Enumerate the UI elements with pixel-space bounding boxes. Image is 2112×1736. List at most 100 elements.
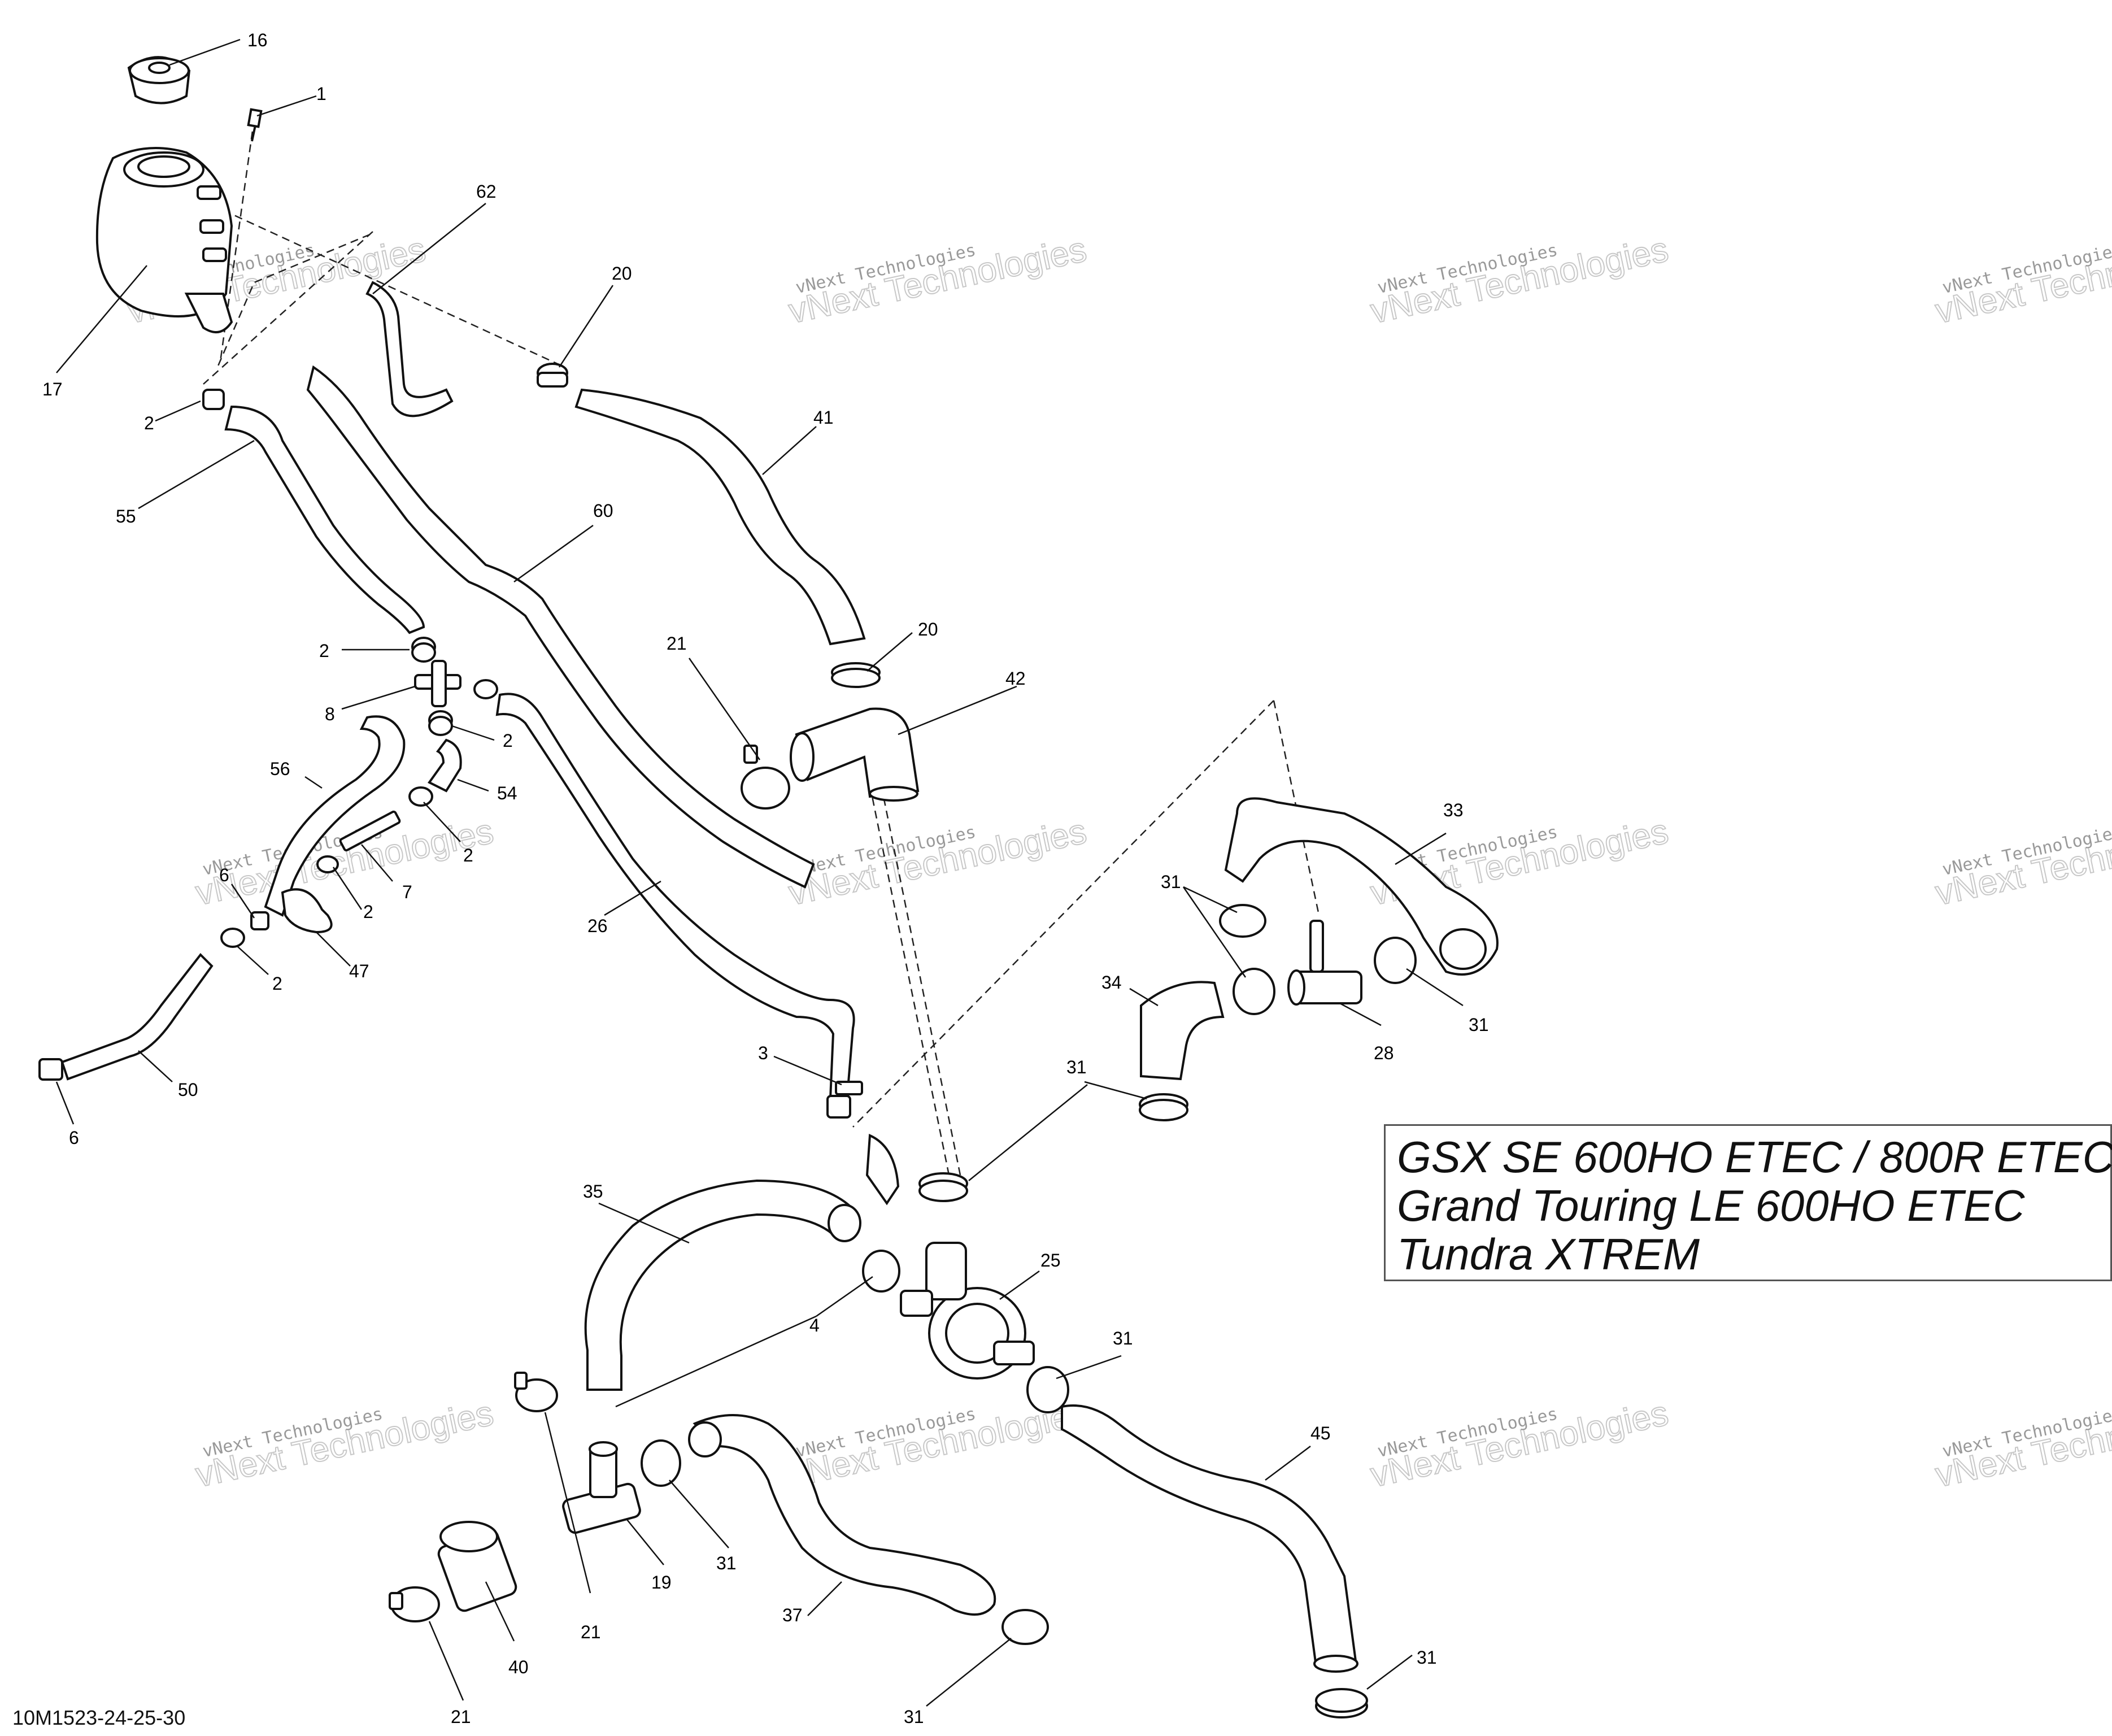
callout-54: 54	[497, 783, 517, 803]
callout-21: 21	[451, 1707, 471, 1727]
model-line-3: Tundra XTREM	[1397, 1229, 1700, 1279]
clamp-part-31	[641, 1439, 681, 1487]
sleeve-part-40	[437, 1521, 517, 1612]
fitting-part-28	[1287, 920, 1362, 1006]
model-applicability-box: GSX SE 600HO ETEC / 800R ETEC Grand Tour…	[1384, 1124, 2112, 1281]
clamp-part-31	[1139, 1093, 1188, 1121]
clamp-part-31	[918, 1172, 968, 1202]
callout-62: 62	[476, 181, 497, 202]
bracket-part-3	[835, 1081, 863, 1095]
thermostat-housing-part-25	[865, 1134, 1035, 1380]
clamp-part-21	[741, 745, 790, 810]
callout-6: 6	[69, 1128, 79, 1148]
callout-55: 55	[116, 506, 136, 527]
hose-end-part-33	[1439, 928, 1487, 970]
callout-2: 2	[319, 641, 329, 661]
callout-60: 60	[593, 501, 613, 521]
clamp-part-2	[202, 389, 225, 410]
hose-part-62	[365, 281, 454, 417]
cross-fitting-part-8	[414, 660, 461, 707]
assembly-lines	[203, 118, 1320, 1176]
clamp-part-31	[1315, 1688, 1368, 1718]
hose-part-37	[693, 1414, 996, 1616]
callout-56: 56	[270, 759, 290, 779]
callout-2: 2	[463, 845, 473, 865]
hose-part-33	[1224, 797, 1499, 976]
callout-21: 21	[667, 633, 687, 654]
callout-25: 25	[1040, 1250, 1061, 1271]
hose-part-50	[60, 952, 214, 1081]
callout-31: 31	[1417, 1647, 1437, 1668]
callout-19: 19	[651, 1572, 672, 1593]
callout-2: 2	[503, 730, 513, 751]
callout-4: 4	[809, 1315, 820, 1335]
clamp-part-31	[1219, 904, 1266, 938]
clamp-part-31	[1233, 968, 1275, 1015]
callout-40: 40	[508, 1657, 529, 1677]
hose-part-45	[1061, 1404, 1357, 1668]
hose-end-part-45	[1313, 1655, 1358, 1673]
callout-7: 7	[402, 882, 412, 902]
expansion-tank-part-17	[95, 147, 233, 333]
clamp-part-20	[537, 363, 568, 388]
callout-42: 42	[1005, 668, 1026, 689]
callout-1: 1	[316, 84, 326, 104]
hose-part-26	[495, 693, 855, 1100]
callout-21: 21	[581, 1622, 601, 1642]
callout-31: 31	[1161, 872, 1181, 892]
callout-labels: 16 1 17 62 20 2 55 41 60 42 21 20 2 8 2 …	[42, 30, 1489, 1727]
clamp-part-20	[831, 662, 881, 688]
clamp-part-21	[514, 1372, 558, 1412]
callout-31: 31	[1066, 1057, 1087, 1077]
callout-37: 37	[782, 1605, 803, 1625]
drawing-number: 10M1523-24-25-30	[12, 1706, 186, 1729]
hose-part-35	[584, 1179, 855, 1391]
clamp-part-31	[1001, 1609, 1049, 1645]
clamp-part-2	[411, 637, 436, 663]
clip-part-6	[38, 1058, 63, 1081]
callout-28: 28	[1374, 1043, 1394, 1063]
callout-3: 3	[758, 1043, 768, 1063]
model-line-2: Grand Touring LE 600HO ETEC	[1397, 1181, 2025, 1230]
callout-35: 35	[583, 1181, 603, 1202]
elbow-part-42	[790, 707, 920, 802]
t-fitting-part-19	[562, 1441, 641, 1534]
callout-31: 31	[1469, 1015, 1489, 1035]
fitting-part-7	[339, 810, 401, 852]
clamp-part-2	[428, 710, 453, 736]
callout-34: 34	[1101, 972, 1122, 993]
callout-45: 45	[1310, 1423, 1331, 1443]
clamp-part-4	[862, 1250, 900, 1293]
callout-47: 47	[349, 961, 369, 981]
hose-part-60	[306, 365, 815, 889]
leader-lines	[55, 38, 1464, 1707]
hose-part-56	[264, 715, 406, 917]
callout-26: 26	[587, 916, 608, 936]
callout-2: 2	[144, 413, 154, 433]
model-line-1: GSX SE 600HO ETEC / 800R ETEC	[1397, 1132, 2112, 1182]
clip-part-6	[250, 911, 269, 930]
hose-end-part-26	[826, 1095, 851, 1119]
hose-end-part-37	[688, 1421, 722, 1457]
callout-16: 16	[247, 30, 268, 50]
hose-end-part-35	[828, 1204, 861, 1242]
callout-41: 41	[813, 407, 834, 428]
clamp-part-2	[408, 786, 433, 807]
radiator-cap-part-16	[127, 56, 191, 105]
callout-31: 31	[716, 1553, 737, 1573]
clamp-part-21	[389, 1586, 440, 1622]
callout-50: 50	[178, 1080, 198, 1100]
callout-31: 31	[1113, 1328, 1133, 1348]
clamp-part-31	[1374, 937, 1417, 984]
callout-33: 33	[1443, 800, 1464, 820]
hose-part-54	[428, 738, 462, 793]
callout-2: 2	[272, 973, 282, 994]
callout-20: 20	[918, 619, 938, 639]
callout-17: 17	[42, 379, 63, 399]
callout-8: 8	[325, 704, 335, 724]
callout-20: 20	[612, 263, 632, 284]
hose-part-47	[281, 888, 333, 934]
callout-2: 2	[363, 902, 373, 922]
callout-6: 6	[219, 865, 229, 885]
